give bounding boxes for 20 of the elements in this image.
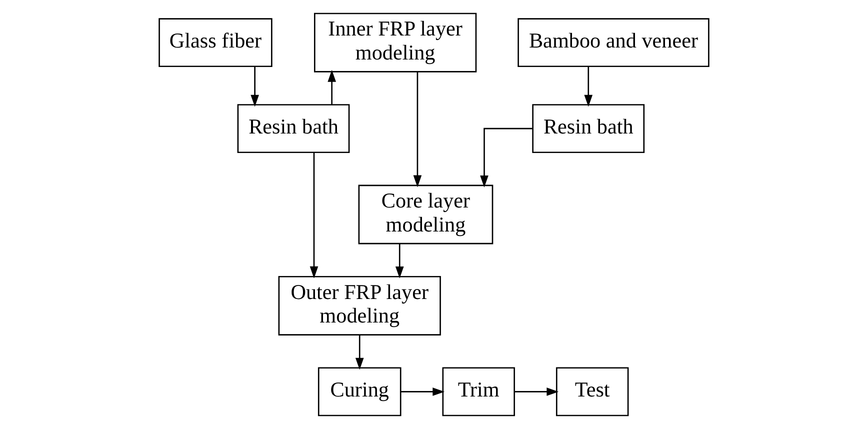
node-box: Curing xyxy=(317,367,401,416)
arrow xyxy=(584,66,592,107)
arrow xyxy=(354,334,364,370)
arrow xyxy=(309,152,318,278)
node-box: Outer FRP layer modeling xyxy=(278,276,440,336)
arrow xyxy=(327,70,336,105)
node-box: Resin bath xyxy=(532,104,644,153)
arrow xyxy=(394,244,404,278)
node-box: Trim xyxy=(442,367,514,416)
node-box: Inner FRP layer modeling xyxy=(314,12,476,72)
node-box: Resin bath xyxy=(236,104,350,153)
node-box: Glass fiber xyxy=(158,18,272,68)
arrow xyxy=(250,66,258,107)
arrow xyxy=(400,388,444,396)
node-box: Bamboo and veneer xyxy=(517,18,709,68)
arrow xyxy=(480,128,532,188)
node-box: Test xyxy=(555,367,628,416)
arrow xyxy=(412,72,422,188)
arrow xyxy=(514,388,558,396)
node-box: Core layer modeling xyxy=(358,184,493,244)
